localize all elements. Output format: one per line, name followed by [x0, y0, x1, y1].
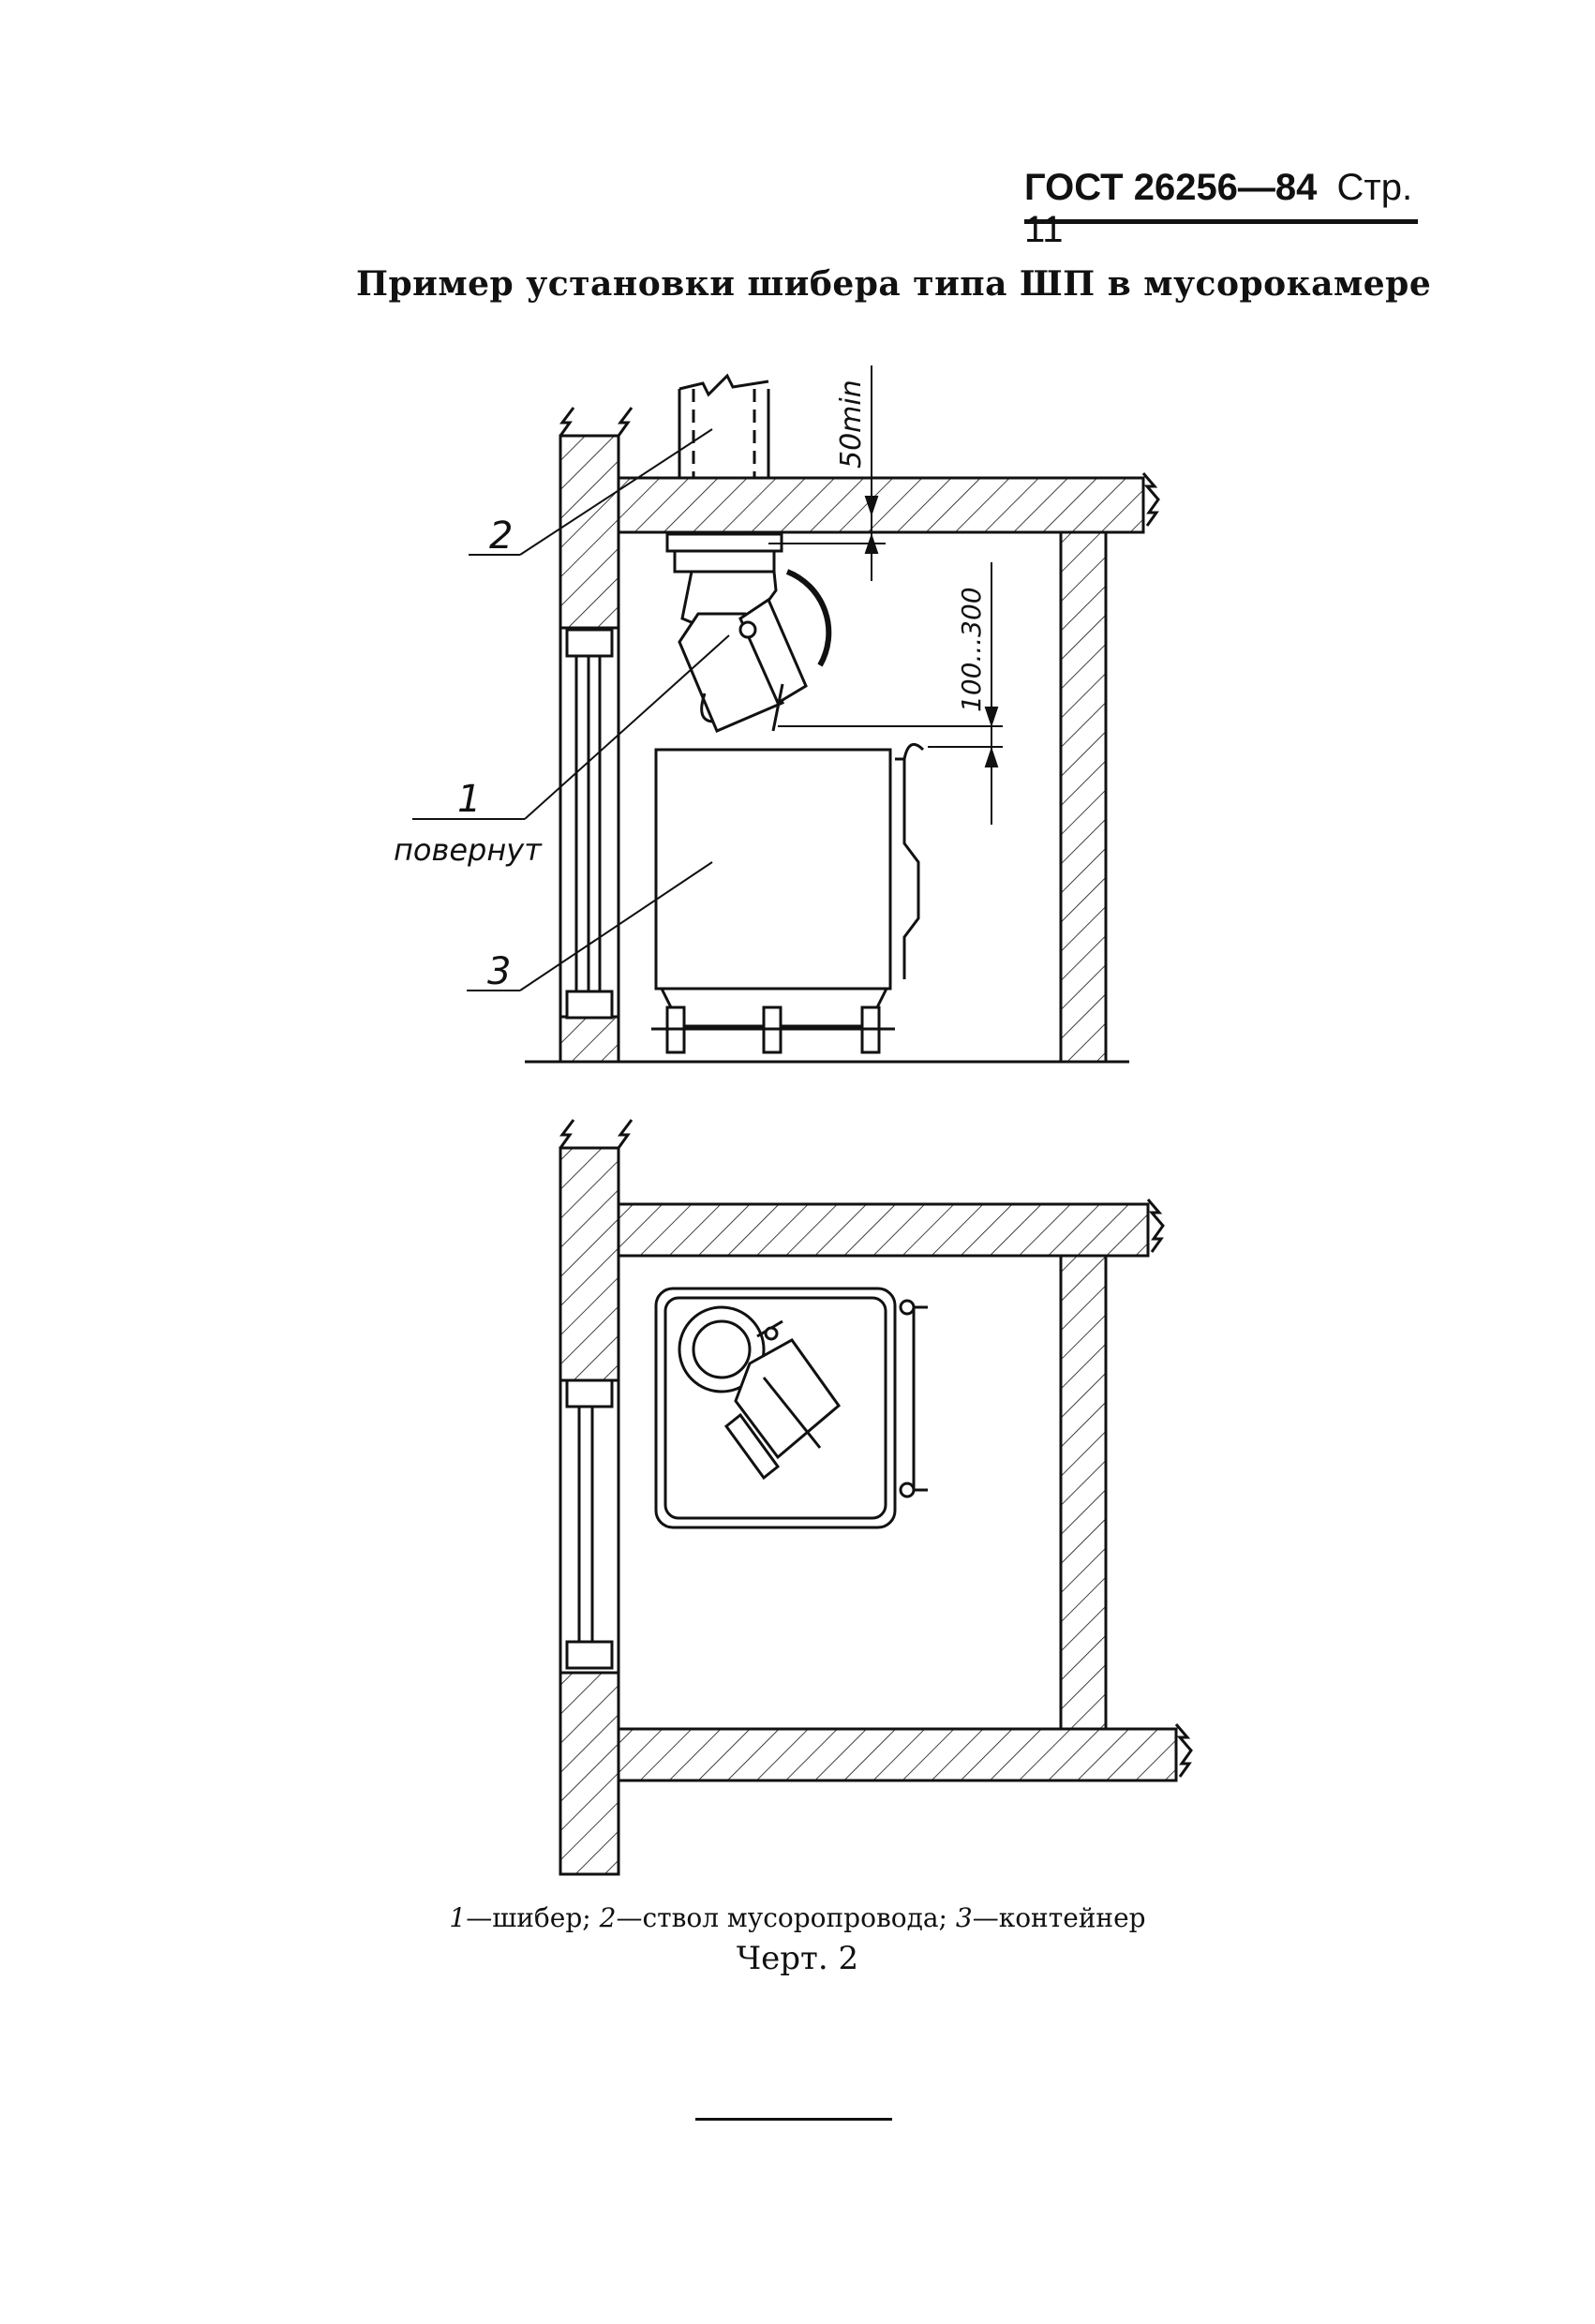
bottom-rule — [695, 2118, 892, 2121]
legend-num-3: 3 — [955, 1902, 973, 1933]
ceiling-slab — [617, 476, 1145, 534]
leader-lines — [412, 428, 730, 991]
label-container-number: 3 — [487, 950, 511, 993]
plan-chute-outer — [678, 1305, 766, 1393]
header-rule — [1024, 219, 1418, 224]
legend: 1—шибер; 2—ствол мусоропровода; 3—контей… — [0, 1902, 1595, 1933]
window-frame-upper — [565, 628, 614, 658]
legend-num-1: 1 — [449, 1902, 467, 1933]
label-chute-number: 2 — [489, 514, 513, 558]
right-column — [1059, 530, 1108, 1064]
plan-left-wall-lower — [559, 1671, 620, 1876]
plan-top-wall — [617, 1202, 1150, 1258]
dimension-lines — [768, 365, 1003, 825]
elevation-view — [412, 365, 1160, 1064]
window-frame-lower — [565, 990, 614, 1020]
page-number: Стр. 11 — [1024, 167, 1413, 250]
plan-bottom-wall — [617, 1727, 1178, 1782]
standard-number: ГОСТ 26256—84 — [1024, 167, 1318, 208]
chute-pipe — [678, 373, 770, 478]
container — [651, 742, 925, 1054]
plan-left-wall-upper — [559, 1146, 620, 1382]
legend-num-2: 2 — [599, 1902, 617, 1933]
gate-assembly — [665, 532, 832, 733]
left-wall-lower — [559, 1015, 620, 1064]
plan-right-column — [1059, 1254, 1108, 1731]
dimension-side-label: 100...300 — [956, 587, 987, 712]
page-header: ГОСТ 26256—84 Стр. 11 — [1024, 167, 1418, 251]
label-gate-number: 1 — [457, 778, 481, 821]
plan-view — [559, 1119, 1193, 1876]
figure-label: Черт. 2 — [736, 1940, 859, 1977]
page-title: Пример установки шибера типа ШП в мусоро… — [356, 264, 1432, 304]
legend-text-1: —шибер; — [466, 1902, 591, 1933]
label-gate-note: повернут — [394, 832, 543, 868]
left-wall-upper — [559, 434, 620, 630]
legend-text-3: —контейнер — [972, 1902, 1146, 1933]
dimension-top-label: 50min — [835, 380, 868, 469]
legend-text-2: —ствол мусоропровода; — [616, 1902, 947, 1933]
